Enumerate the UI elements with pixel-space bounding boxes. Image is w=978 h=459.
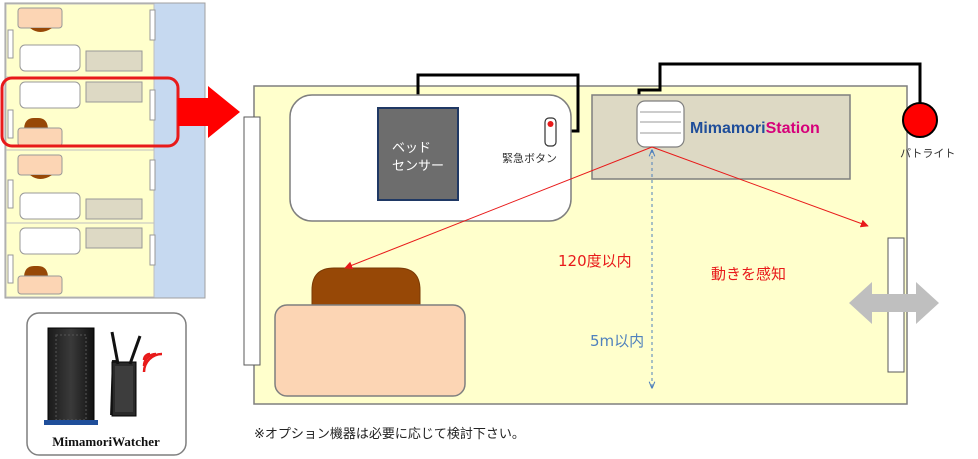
motion-label: 動きを感知 [711,265,786,283]
zoom-arrow [178,86,240,138]
thumb-station [85,50,143,72]
mimamori-station: MimamoriStation [591,94,851,180]
thumb-chair [30,28,52,32]
thumb-desk [17,154,63,176]
thumb-desk [17,127,63,147]
detection-ray-left [344,146,653,270]
mimamori-watcher-box: MimamoriWatcher [26,312,187,456]
station-logo: MimamoriStation [690,120,820,137]
thumb-bed [19,192,81,220]
motion-sensor-device [636,100,685,148]
thumb-desk [17,275,63,295]
door-opening-arrow [849,282,939,324]
thumb-station [85,227,143,249]
thumb-bed [19,44,81,72]
thumb-desk [17,7,63,29]
emergency-button: 緊急ボタン [502,117,557,165]
room-door-left [243,116,261,366]
chair [311,267,421,311]
thumb-bed [19,81,81,109]
bed-sensor: ベッド センサー [377,107,459,201]
watcher-label: MimamoriWatcher [52,434,160,449]
distance-label: 5m以内 [590,332,644,350]
emergency-button-label: 緊急ボタン [502,151,557,165]
svg-text:ベッド: ベッド [392,141,431,156]
patlite-label: パトライト [900,147,955,160]
patlite: パトライト [900,102,955,160]
svg-text:センサー: センサー [392,159,444,174]
server-tower [47,327,95,424]
wifi-signal-icon [142,352,163,373]
thumb-station [85,81,143,103]
thumb-chair [30,175,52,179]
thumb-station [85,198,143,220]
option-note: ※オプション機器は必要に応じて検討下さい。 [254,426,525,442]
desk [274,304,466,397]
thumb-chair [24,266,48,278]
detection-ray-right [651,146,869,228]
thumb-bed [19,227,81,255]
floor-plan-thumbnail [0,2,206,299]
angle-label: 120度以内 [558,252,632,270]
thumb-chair [24,118,48,130]
